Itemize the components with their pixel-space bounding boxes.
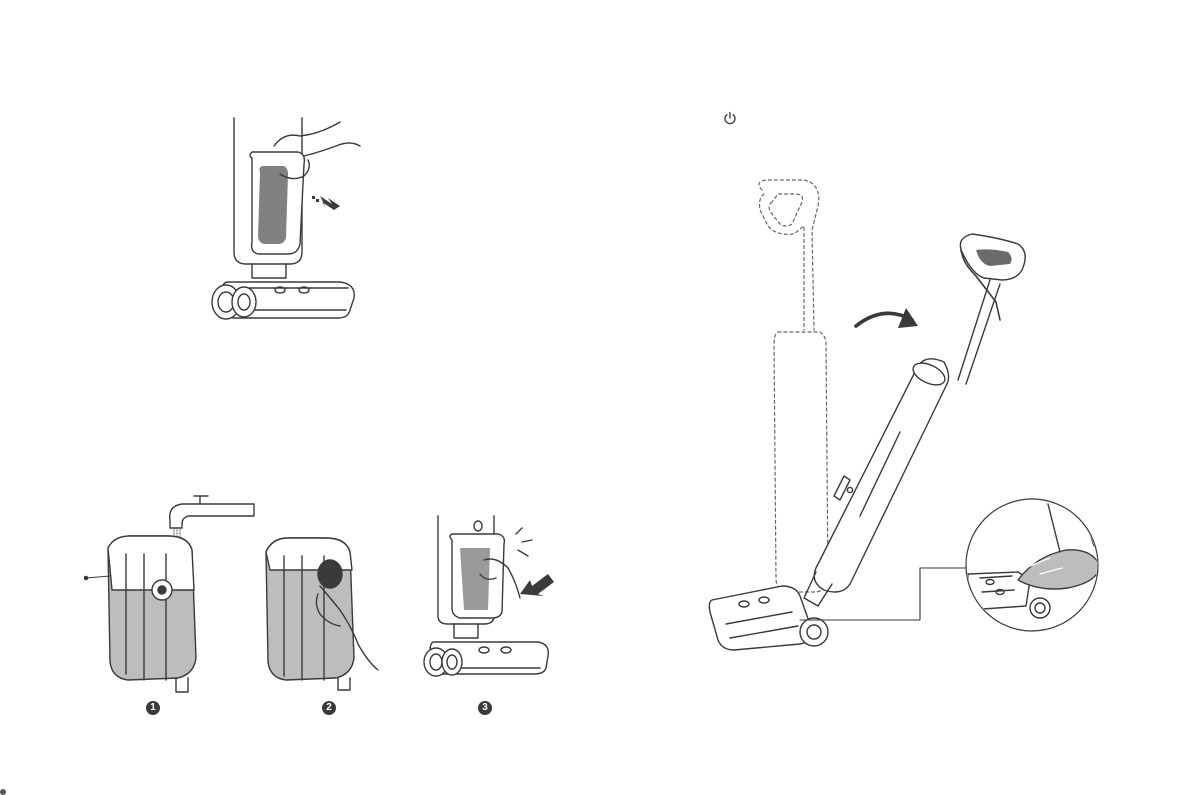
power-icon (723, 111, 737, 125)
vacuum-tilt-illustration (700, 180, 1100, 655)
step2-wipe-illustration (262, 530, 382, 695)
step-2-number: 2 (326, 702, 332, 713)
step-3-number: 3 (482, 702, 488, 713)
step-2-badge: 2 (322, 701, 336, 715)
page-edge-mark (0, 789, 6, 795)
step-1-number: 1 (150, 702, 156, 713)
tank-removal-illustration (200, 112, 380, 327)
step1-rinse-illustration (84, 490, 254, 695)
step-3-badge: 3 (478, 701, 492, 715)
step3-reinsert-illustration (420, 512, 560, 697)
step-1-badge: 1 (146, 701, 160, 715)
